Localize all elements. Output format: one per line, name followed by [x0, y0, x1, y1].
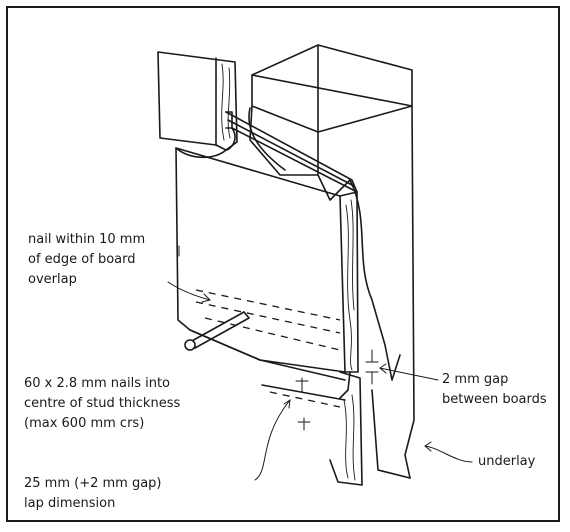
upper-board-end: [157, 51, 238, 151]
label-line: lap dimension: [24, 496, 116, 511]
nail-position-lines: [195, 289, 341, 408]
nail: [184, 311, 250, 351]
underlay-sheet: [248, 107, 411, 479]
main-weatherboard: [175, 111, 359, 381]
label-lap-dimension: 25 mm (+2 mm gap) lap dimension: [24, 474, 162, 514]
label-nails-spec: 60 x 2.8 mm nails into centre of stud th…: [24, 374, 180, 434]
lower-weatherboard: [261, 371, 363, 486]
label-line: of edge of board: [28, 252, 136, 267]
label-line: nail within 10 mm: [28, 232, 146, 247]
label-line: (max 600 mm crs): [24, 416, 145, 431]
label-line: centre of stud thickness: [24, 396, 181, 411]
label-line: 2 mm gap: [442, 372, 509, 387]
label-nail-within: nail within 10 mm of edge of board overl…: [28, 230, 145, 290]
dimension-ticks: [178, 245, 379, 431]
label-line: overlap: [28, 272, 77, 287]
leader-lines: [167, 281, 473, 481]
label-underlay: underlay: [478, 454, 536, 469]
label-line: 25 mm (+2 mm gap): [24, 476, 162, 491]
stud: [249, 44, 415, 479]
diagram-frame: [6, 6, 560, 522]
label-line: 60 x 2.8 mm nails into: [24, 376, 171, 391]
label-gap-between-boards: 2 mm gap between boards: [442, 370, 547, 410]
label-line: between boards: [442, 392, 547, 407]
